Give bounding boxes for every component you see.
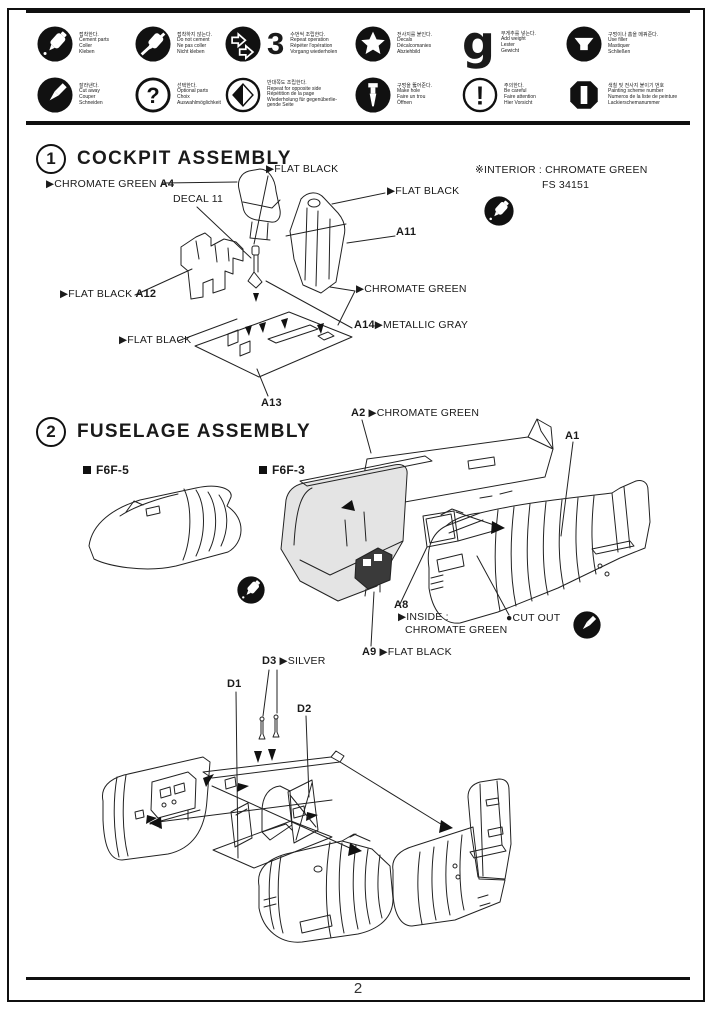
square-bullet-icon [83,466,91,474]
label-flat-black-right: ▶FLAT BLACK [387,185,460,197]
section-2-number: 2 [36,417,66,447]
label-a2-chromate-green: A2▶CHROMATE GREEN [351,407,480,419]
opposite-side-icon [225,77,261,113]
label-a9-flat-black: A9▶FLAT BLACK [362,646,452,658]
be-careful-icon [462,77,498,113]
section-2-header: 2 FUSELAGE ASSEMBLY [36,417,311,447]
label-chromate-green-right: ▶CHROMATE GREEN [356,283,467,295]
label-part-a13: A13 [261,397,282,409]
cockpit-assembly-drawing [134,168,396,397]
do-not-cement-icon [135,26,171,62]
label-inside-line1: ▶INSIDE : [398,611,449,623]
legend-bottom-rule [26,121,690,125]
interior-note-line2: FS 34151 [542,179,590,191]
label-flat-black-top: ▶FLAT BLACK [266,163,339,175]
label-d3-silver: D3▶SILVER [262,655,326,667]
label-flat-black-bottom: ▶FLAT BLACK [119,334,192,346]
label-part-a8: A8 [394,599,409,611]
label-inside-line2: CHROMATE GREEN [405,624,508,636]
section-1-title: COCKPIT ASSEMBLY [77,148,292,169]
label-part-d2: D2 [297,703,312,715]
label-cut-out: ●CUT OUT [506,612,561,624]
interior-note-line1: ※INTERIOR : CHROMATE GREEN [475,164,648,176]
glue-icon [484,196,514,226]
glue-icon [237,576,265,604]
label-variant-f6f5: F6F-5 [83,463,129,477]
cut-icon [573,611,601,639]
make-hole-icon [355,77,391,113]
decal-star-icon [355,26,391,62]
label-decal-11: DECAL 11 [173,193,224,205]
page-number: 2 [353,980,363,997]
cut-away-icon [37,77,73,113]
label-part-a1: A1 [565,430,580,442]
label-flat-black-a12: ▶FLAT BLACK A12 [60,288,157,300]
fuselage-assembly-drawing [88,418,651,859]
use-filler-icon [566,26,602,62]
label-part-a11: A11 [396,226,417,238]
cement-icon [37,26,73,62]
repeat-count: 3 [267,26,285,61]
square-bullet-icon [259,466,267,474]
label-part-d1: D1 [227,678,242,690]
section-1-header: 1 COCKPIT ASSEMBLY [36,144,292,174]
fuselage-exploded-drawing [101,750,512,943]
add-weight-icon: g [462,16,495,70]
label-a14-metallic-gray: A14▶METALLIC GRAY [354,319,469,331]
paint-number-icon [566,77,602,113]
section-1-number: 1 [36,144,66,174]
label-variant-f6f3: F6F-3 [259,463,305,477]
label-chromate-green-a4: ▶CHROMATE GREEN A4 [46,178,175,190]
optional-parts-icon [135,77,171,113]
footer-rule [26,977,690,980]
section-2-title: FUSELAGE ASSEMBLY [77,421,311,442]
top-rule [26,9,690,13]
repeat-operation-icon [225,26,261,62]
